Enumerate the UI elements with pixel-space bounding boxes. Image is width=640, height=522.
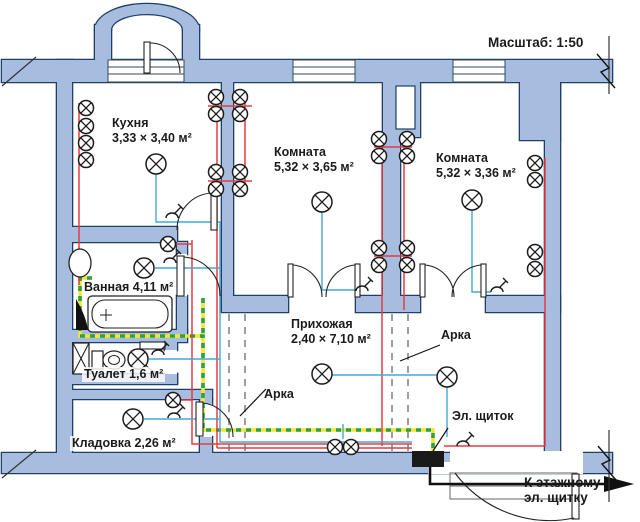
- arch-label-right: Арка: [441, 328, 471, 342]
- switch-icon: [165, 203, 184, 219]
- door-swing: [424, 264, 455, 298]
- grounding-wire: [78, 276, 435, 452]
- door-leaf: [210, 191, 218, 231]
- panel-and-arrow: [239, 344, 634, 492]
- socket-icon: [207, 88, 225, 106]
- room-label-room2: Комната 5,32 × 3,36 м²: [436, 151, 516, 180]
- fixtures-layer: [68, 248, 173, 375]
- lamp-icon: [133, 257, 155, 279]
- washbasin-icon: [68, 248, 92, 278]
- exit-arrow-head: [604, 476, 634, 492]
- window-icon: [292, 59, 356, 83]
- arch-left-leader: [239, 388, 267, 417]
- room-label-bathroom: Ванная 4,11 м²: [82, 280, 176, 295]
- socket-icon: [370, 239, 388, 257]
- lamp-icon: [127, 348, 149, 370]
- door-leaf: [571, 473, 580, 520]
- switch-icon: [355, 276, 374, 292]
- exit-arrow-line: [428, 467, 604, 486]
- scale-label: Масштаб: 1:50: [488, 35, 583, 50]
- scale-label-text: Масштаб: 1:50: [488, 35, 584, 50]
- socket-icon: [370, 130, 388, 148]
- door-leaf: [143, 41, 151, 74]
- socket-icon: [231, 163, 249, 181]
- socket-icon: [231, 88, 249, 106]
- socket-icon: [398, 130, 416, 148]
- socket-icon: [370, 147, 388, 165]
- lamp-icon: [311, 363, 333, 385]
- arch-label-left: Арка: [264, 387, 294, 401]
- door-swing: [202, 402, 234, 438]
- door-leaf: [176, 255, 185, 297]
- symbols-layer: [77, 88, 544, 456]
- socket-icon: [159, 235, 177, 253]
- electrical-panel-icon: [412, 451, 444, 467]
- door-leaf: [480, 263, 487, 298]
- bathtub-icon: [87, 295, 173, 333]
- switch-icon: [490, 277, 509, 293]
- door-swing: [325, 264, 356, 298]
- socket-icon: [164, 391, 182, 409]
- socket-icon: [526, 154, 544, 172]
- exit-label: К этажному эл. щитку: [524, 475, 601, 505]
- switch-icon: [151, 340, 170, 356]
- bathtub-wedge: [76, 299, 88, 330]
- socket-icon: [207, 180, 225, 198]
- window-icon: [452, 59, 506, 83]
- door-swing: [149, 42, 181, 74]
- wall-break-icon: [597, 445, 617, 481]
- lamp-icon: [461, 189, 483, 211]
- socket-icon: [231, 180, 249, 198]
- doors-layer: [139, 41, 580, 522]
- room-label-kitchen: Кухня 3,33 × 3,40 м²: [112, 116, 192, 145]
- door-leaf: [419, 263, 426, 298]
- socket-icon: [77, 134, 95, 152]
- door-leaf: [287, 263, 294, 298]
- socket-icon: [326, 438, 344, 456]
- door-swing: [292, 264, 323, 298]
- lamp-icon: [145, 153, 167, 175]
- switch-icon: [167, 403, 186, 419]
- room-label-toilet: Туалет 1,6 м²: [82, 367, 166, 382]
- room-label-hallway: Прихожая 2,40 × 7,10 м²: [291, 317, 371, 346]
- switch-icon: [163, 248, 182, 264]
- socket-icon: [370, 256, 388, 274]
- socket-icon: [77, 151, 95, 169]
- lighting-wiring: [144, 174, 491, 443]
- door-swing: [454, 472, 575, 522]
- door-leaf: [195, 401, 204, 437]
- room-label-storage: Кладовка 2,26 м²: [70, 436, 178, 451]
- wall-break-icon: [596, 53, 616, 89]
- arch-dashed-lines: [228, 314, 409, 451]
- socket-icon: [526, 171, 544, 189]
- panel-leader: [432, 427, 449, 452]
- lamp-icon: [122, 408, 144, 430]
- socket-icon: [398, 147, 416, 165]
- arch-right-leader: [399, 344, 441, 362]
- break-marks: [1, 36, 617, 502]
- panel-label: Эл. щиток: [452, 409, 514, 423]
- lamp-icon: [311, 191, 333, 213]
- door-swing: [176, 192, 212, 231]
- socket-icon: [342, 438, 360, 456]
- door-leaf: [354, 263, 361, 298]
- socket-icon: [207, 163, 225, 181]
- room-label-room1: Комната 5,32 × 3,65 м²: [274, 145, 354, 174]
- socket-icon: [398, 239, 416, 257]
- door-swing: [183, 256, 221, 297]
- socket-icon: [231, 105, 249, 123]
- socket-icon: [77, 117, 95, 135]
- socket-icon: [398, 256, 416, 274]
- door-swing: [451, 264, 482, 298]
- socket-icon: [526, 260, 544, 278]
- socket-icon: [526, 243, 544, 261]
- lamp-icon: [436, 366, 458, 388]
- vent-niche: [395, 85, 416, 130]
- door-leaf: [139, 341, 166, 350]
- socket-icon: [207, 105, 225, 123]
- socket-icon: [77, 99, 95, 117]
- switch-icon: [456, 431, 475, 447]
